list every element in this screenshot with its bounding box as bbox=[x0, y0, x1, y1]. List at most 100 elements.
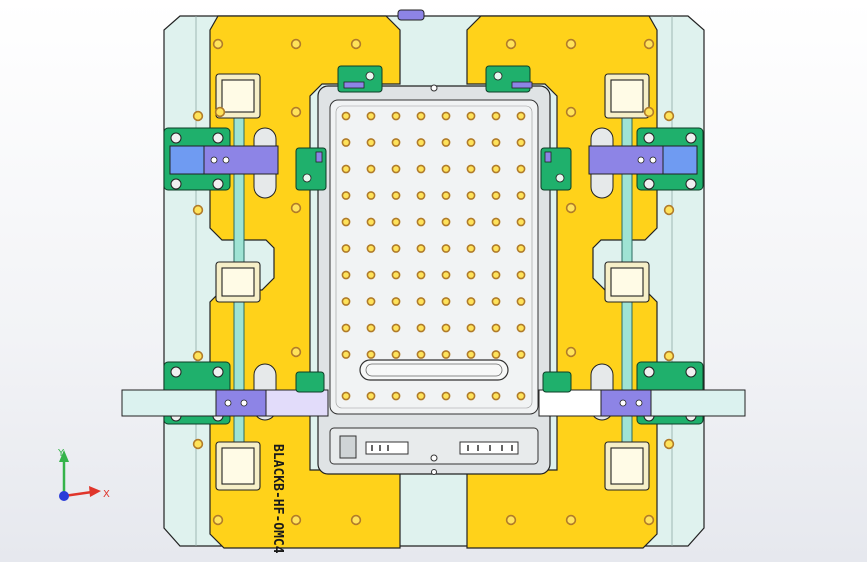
hole bbox=[341, 244, 351, 253]
hole bbox=[491, 244, 501, 253]
hole bbox=[290, 514, 302, 526]
bearing-blocks bbox=[215, 73, 650, 491]
hole bbox=[416, 244, 426, 253]
hole bbox=[491, 191, 501, 200]
hole bbox=[366, 191, 376, 200]
hole bbox=[416, 350, 426, 359]
hole bbox=[366, 138, 376, 147]
hole bbox=[466, 323, 476, 333]
hole bbox=[214, 106, 226, 118]
hole bbox=[441, 191, 451, 200]
hole bbox=[491, 323, 501, 333]
hole bbox=[366, 297, 376, 306]
hole bbox=[366, 270, 376, 280]
hole bbox=[341, 111, 351, 121]
hole bbox=[663, 204, 675, 216]
z-axis-dot bbox=[59, 491, 69, 501]
hole bbox=[565, 202, 577, 214]
hole bbox=[441, 391, 451, 401]
hole bbox=[663, 110, 675, 122]
hole bbox=[416, 191, 426, 200]
connector-left bbox=[365, 441, 409, 455]
hole bbox=[341, 391, 351, 401]
hole bbox=[516, 111, 526, 121]
hole bbox=[516, 217, 526, 227]
hole bbox=[516, 350, 526, 359]
y-axis-label: Y bbox=[57, 448, 65, 459]
hole bbox=[516, 270, 526, 280]
hole bbox=[663, 350, 675, 362]
hole bbox=[341, 191, 351, 200]
hole bbox=[391, 217, 401, 227]
hole bbox=[341, 217, 351, 227]
connector-right bbox=[459, 441, 519, 455]
hole bbox=[290, 38, 302, 50]
hole bbox=[192, 204, 204, 216]
horizontal-rails bbox=[121, 389, 746, 417]
hole bbox=[516, 297, 526, 306]
mounting-holes bbox=[192, 38, 675, 526]
hole bbox=[192, 438, 204, 450]
hole bbox=[416, 270, 426, 280]
axis-triad: Y X bbox=[57, 448, 110, 501]
hole bbox=[441, 164, 451, 174]
hole bbox=[416, 391, 426, 401]
hole bbox=[491, 164, 501, 174]
hole bbox=[366, 323, 376, 333]
hole bbox=[416, 323, 426, 333]
hole bbox=[341, 164, 351, 174]
hole bbox=[441, 244, 451, 253]
hole bbox=[366, 244, 376, 253]
connector-area bbox=[329, 427, 539, 465]
hole bbox=[441, 270, 451, 280]
hole bbox=[565, 346, 577, 358]
hole bbox=[366, 164, 376, 174]
hole bbox=[663, 438, 675, 450]
hole bbox=[391, 244, 401, 253]
hole bbox=[516, 244, 526, 253]
hole bbox=[491, 138, 501, 147]
hole bbox=[491, 391, 501, 401]
hole bbox=[290, 346, 302, 358]
center-slot bbox=[359, 359, 509, 381]
hole bbox=[366, 391, 376, 401]
hole bbox=[391, 350, 401, 359]
hole bbox=[565, 38, 577, 50]
hole bbox=[466, 217, 476, 227]
hole bbox=[391, 297, 401, 306]
hole bbox=[505, 514, 517, 526]
hole bbox=[441, 111, 451, 121]
hole bbox=[290, 106, 302, 118]
hole bbox=[366, 350, 376, 359]
hole bbox=[192, 110, 204, 122]
hole bbox=[212, 514, 224, 526]
hole bbox=[491, 217, 501, 227]
hole bbox=[565, 514, 577, 526]
hole bbox=[466, 138, 476, 147]
hole bbox=[416, 297, 426, 306]
hole bbox=[565, 106, 577, 118]
hole bbox=[441, 138, 451, 147]
part-label: BLACKB-HF-OMC4 bbox=[270, 444, 285, 554]
hole bbox=[441, 297, 451, 306]
hole bbox=[643, 514, 655, 526]
hole bbox=[391, 191, 401, 200]
hole bbox=[466, 191, 476, 200]
hole bbox=[643, 106, 655, 118]
hole bbox=[341, 323, 351, 333]
hole bbox=[341, 297, 351, 306]
pin-field bbox=[329, 99, 539, 415]
hole bbox=[466, 270, 476, 280]
hole bbox=[466, 111, 476, 121]
hole bbox=[416, 217, 426, 227]
hole bbox=[516, 391, 526, 401]
hole bbox=[416, 164, 426, 174]
hole bbox=[441, 217, 451, 227]
hole bbox=[341, 138, 351, 147]
hole bbox=[416, 138, 426, 147]
hole bbox=[416, 111, 426, 121]
hole bbox=[366, 217, 376, 227]
hole bbox=[491, 111, 501, 121]
hole bbox=[192, 350, 204, 362]
